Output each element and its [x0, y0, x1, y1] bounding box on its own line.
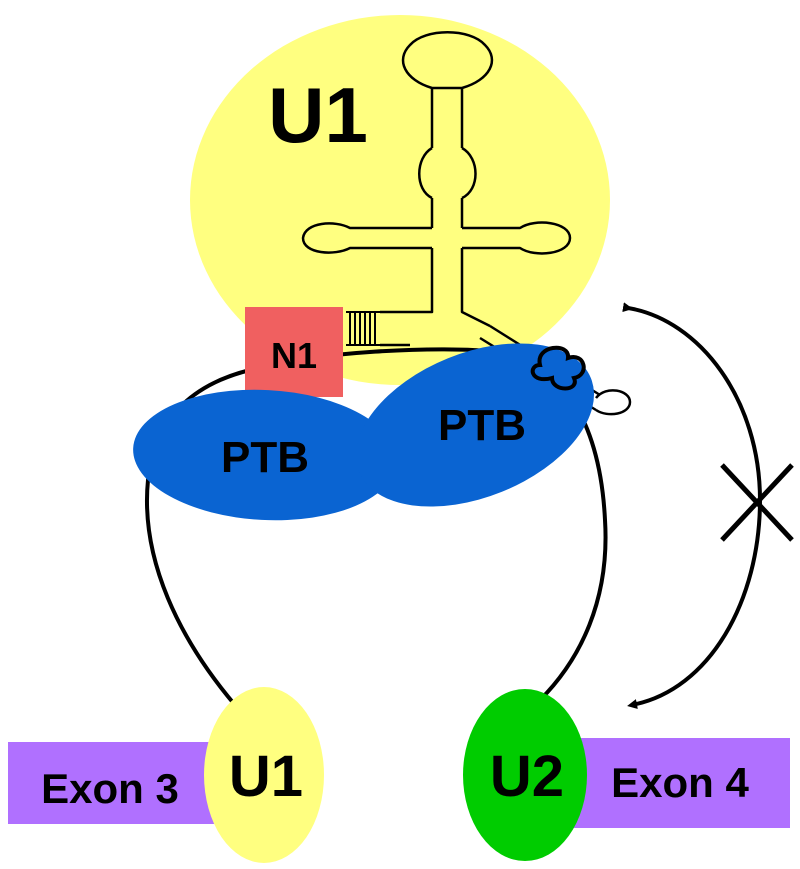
n1-box	[245, 307, 343, 397]
exon4-label: Exon 4	[611, 759, 749, 806]
ptb-left-label: PTB	[221, 433, 309, 482]
curved-double-arrow-icon	[622, 302, 763, 709]
u2-label: U2	[490, 744, 564, 809]
base-pair-hatch	[346, 311, 380, 346]
n1-label: N1	[271, 335, 317, 376]
cross-icon	[720, 463, 794, 542]
exon4-box	[565, 738, 790, 828]
intron-line	[145, 347, 608, 707]
ptb-right-label: PTB	[438, 401, 526, 450]
u2-ellipse	[463, 689, 587, 861]
rna-knot	[530, 345, 586, 391]
u1-small-ellipse	[204, 687, 324, 863]
exon3-label: Exon 3	[41, 765, 179, 812]
ptb-right-ellipse	[356, 343, 594, 507]
ptb-left-ellipse	[133, 389, 397, 521]
small-terminal-loop	[595, 389, 632, 416]
u1-complex-label: U1	[268, 71, 368, 159]
u1-small-label: U1	[229, 744, 303, 809]
exon3-box	[8, 742, 238, 824]
u1-snrnp-circle	[190, 15, 610, 385]
